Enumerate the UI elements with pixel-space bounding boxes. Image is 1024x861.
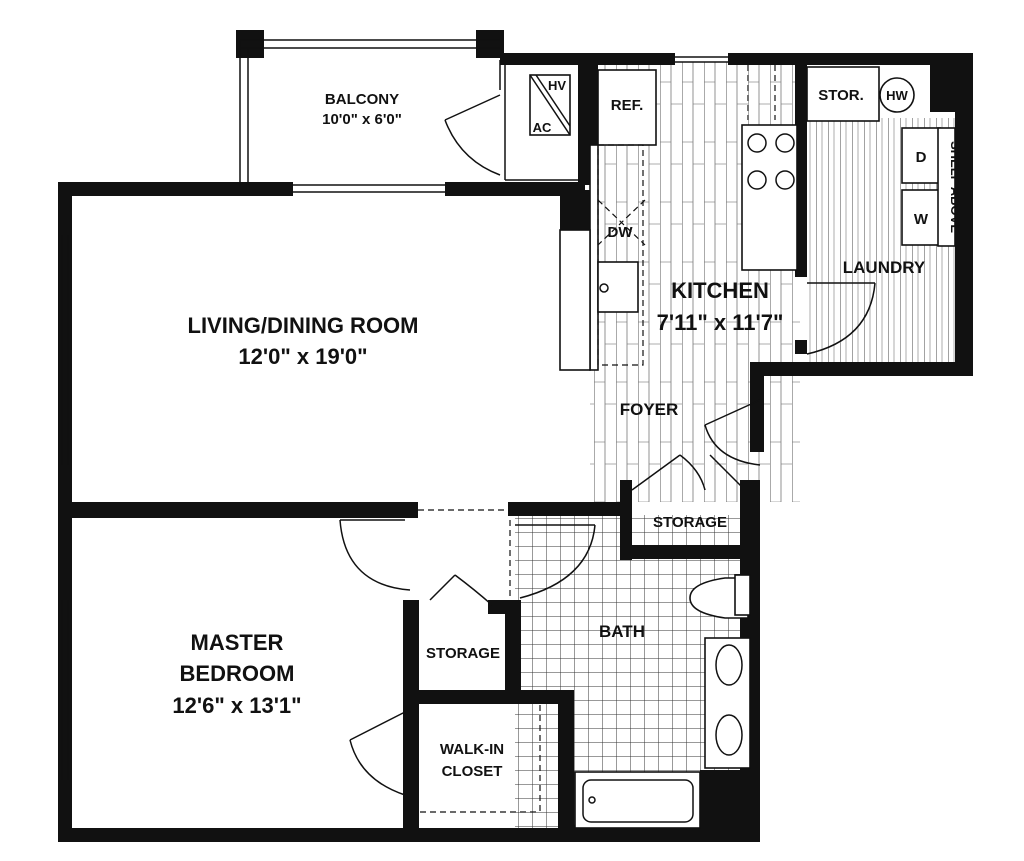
kitchen-label: KITCHEN: [671, 278, 769, 303]
living-dining-label: LIVING/DINING ROOM: [188, 313, 419, 338]
balcony-label: BALCONY: [325, 91, 399, 108]
laundry-storage-label: STOR.: [818, 87, 864, 104]
kitchen-size: 7'11" x 11'7": [657, 310, 784, 335]
master-bedroom-label-2: BEDROOM: [180, 661, 295, 686]
water-heater-label: HW: [886, 88, 908, 103]
walk-in-closet-label-2: CLOSET: [442, 763, 503, 780]
master-bedroom-size: 12'6" x 13'1": [172, 693, 301, 718]
balcony-size: 10'0" x 6'0": [322, 111, 402, 128]
foyer-storage-label: STORAGE: [653, 514, 727, 531]
ac-label: AC: [533, 120, 552, 135]
laundry-fixtures: [806, 66, 956, 247]
master-bedroom-label-1: MASTER: [191, 630, 284, 655]
foyer-label: FOYER: [620, 400, 679, 419]
walk-in-closet-label-1: WALK-IN: [440, 741, 504, 758]
laundry-label: LAUNDRY: [843, 258, 926, 277]
hvac-unit: [529, 74, 571, 136]
doors: [339, 94, 876, 813]
windows: [61, 39, 728, 780]
living-dining-size: 12'0" x 19'0": [238, 344, 367, 369]
dishwasher-label: DW: [608, 224, 634, 241]
kitchen-fixtures: [559, 65, 798, 371]
bath-label: BATH: [599, 622, 645, 641]
hv-label: HV: [548, 78, 566, 93]
dryer-label: D: [916, 149, 927, 166]
bedroom-storage-label: STORAGE: [426, 645, 500, 662]
refrigerator-label: REF.: [611, 97, 644, 114]
washer-label: W: [914, 211, 929, 228]
bath-fixtures: [574, 574, 751, 829]
shelf-above-label: SHELF ABOVE: [948, 141, 963, 233]
